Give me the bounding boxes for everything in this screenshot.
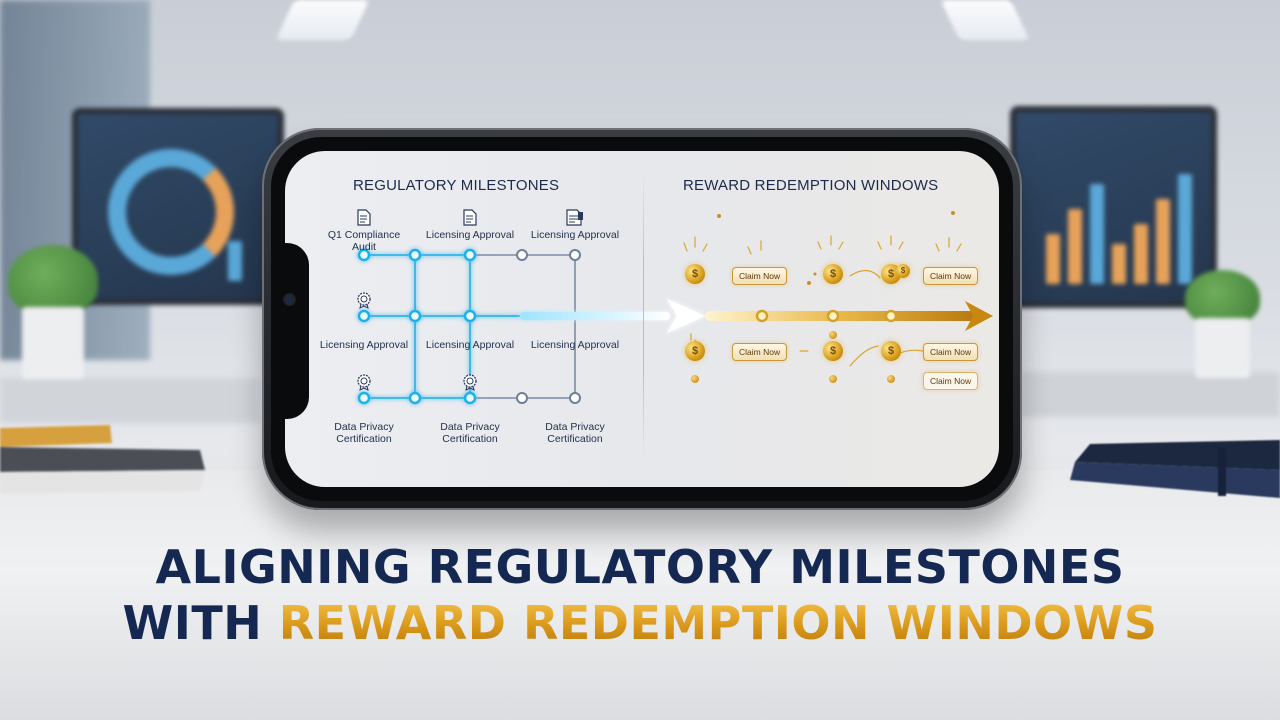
claim-now-button[interactable]: Claim Now bbox=[923, 372, 979, 390]
coin-icon: $ bbox=[685, 264, 705, 284]
coin-icon: $ bbox=[685, 341, 705, 361]
coin-icon: $ bbox=[881, 341, 901, 361]
ceiling-light bbox=[940, 0, 1030, 40]
smartphone: REGULATORY MILESTONES bbox=[262, 128, 1022, 510]
milestone-label: Licensing Approval bbox=[425, 339, 515, 351]
milestone-label: Licensing Approval bbox=[425, 229, 515, 241]
certificate-badge-icon bbox=[357, 292, 371, 309]
plant-right bbox=[1185, 270, 1260, 380]
milestone-label: Licensing Approval bbox=[319, 339, 409, 351]
background-desk bbox=[0, 378, 260, 423]
claim-now-button[interactable]: Claim Now bbox=[732, 267, 788, 285]
certificate-badge-icon bbox=[463, 374, 477, 391]
notebook-right bbox=[1070, 440, 1280, 498]
plant-left bbox=[8, 245, 98, 380]
milestone-label: Data Privacy Certification bbox=[334, 421, 394, 445]
ceiling-light bbox=[275, 0, 370, 40]
regulatory-milestones-title: REGULATORY MILESTONES bbox=[353, 177, 560, 194]
milestone-label: Licensing Approval bbox=[530, 339, 620, 351]
milestone-label: Data Privacy Certification bbox=[545, 421, 605, 445]
phone-notch bbox=[271, 243, 309, 419]
phone-bezel: REGULATORY MILESTONES bbox=[271, 137, 1013, 501]
claim-now-button[interactable]: Claim Now bbox=[923, 343, 979, 361]
milestone-label: Licensing Approval bbox=[530, 229, 620, 241]
checklist-icon bbox=[566, 209, 583, 226]
panel-divider bbox=[643, 171, 644, 461]
phone-screen: REGULATORY MILESTONES bbox=[285, 151, 999, 487]
background-monitor-left bbox=[72, 108, 284, 305]
milestone-network bbox=[357, 211, 993, 405]
small-coin-icon bbox=[829, 331, 837, 339]
notebook-left bbox=[0, 425, 205, 494]
small-coin-icon bbox=[887, 375, 895, 383]
document-icon bbox=[357, 209, 371, 226]
background-monitor-right bbox=[1010, 106, 1217, 308]
camera-icon bbox=[285, 295, 294, 304]
reward-redemption-title: REWARD REDEMPTION WINDOWS bbox=[683, 177, 939, 194]
headline-line-2: WITH REWARD REDEMPTION WINDOWS bbox=[0, 596, 1280, 650]
coin-icon: $ bbox=[896, 264, 910, 278]
small-coin-icon bbox=[829, 375, 837, 383]
claim-now-button[interactable]: Claim Now bbox=[732, 343, 788, 361]
milestone-label: Data Privacy Certification bbox=[440, 421, 500, 445]
coin-icon: $ bbox=[823, 264, 843, 284]
certificate-badge-icon bbox=[357, 374, 371, 391]
background-window bbox=[0, 0, 150, 360]
small-coin-icon bbox=[691, 375, 699, 383]
document-icon bbox=[463, 209, 477, 226]
coin-icon: $ bbox=[823, 341, 843, 361]
claim-now-button[interactable]: Claim Now bbox=[923, 267, 979, 285]
milestone-label: Q1 Compliance Audit bbox=[327, 229, 401, 253]
headline-highlight: REWARD REDEMPTION WINDOWS bbox=[278, 596, 1158, 650]
headline-line-1: ALIGNING REGULATORY MILESTONES bbox=[155, 540, 1125, 594]
background-desk bbox=[1020, 372, 1280, 417]
headline-prefix: WITH bbox=[122, 596, 279, 650]
